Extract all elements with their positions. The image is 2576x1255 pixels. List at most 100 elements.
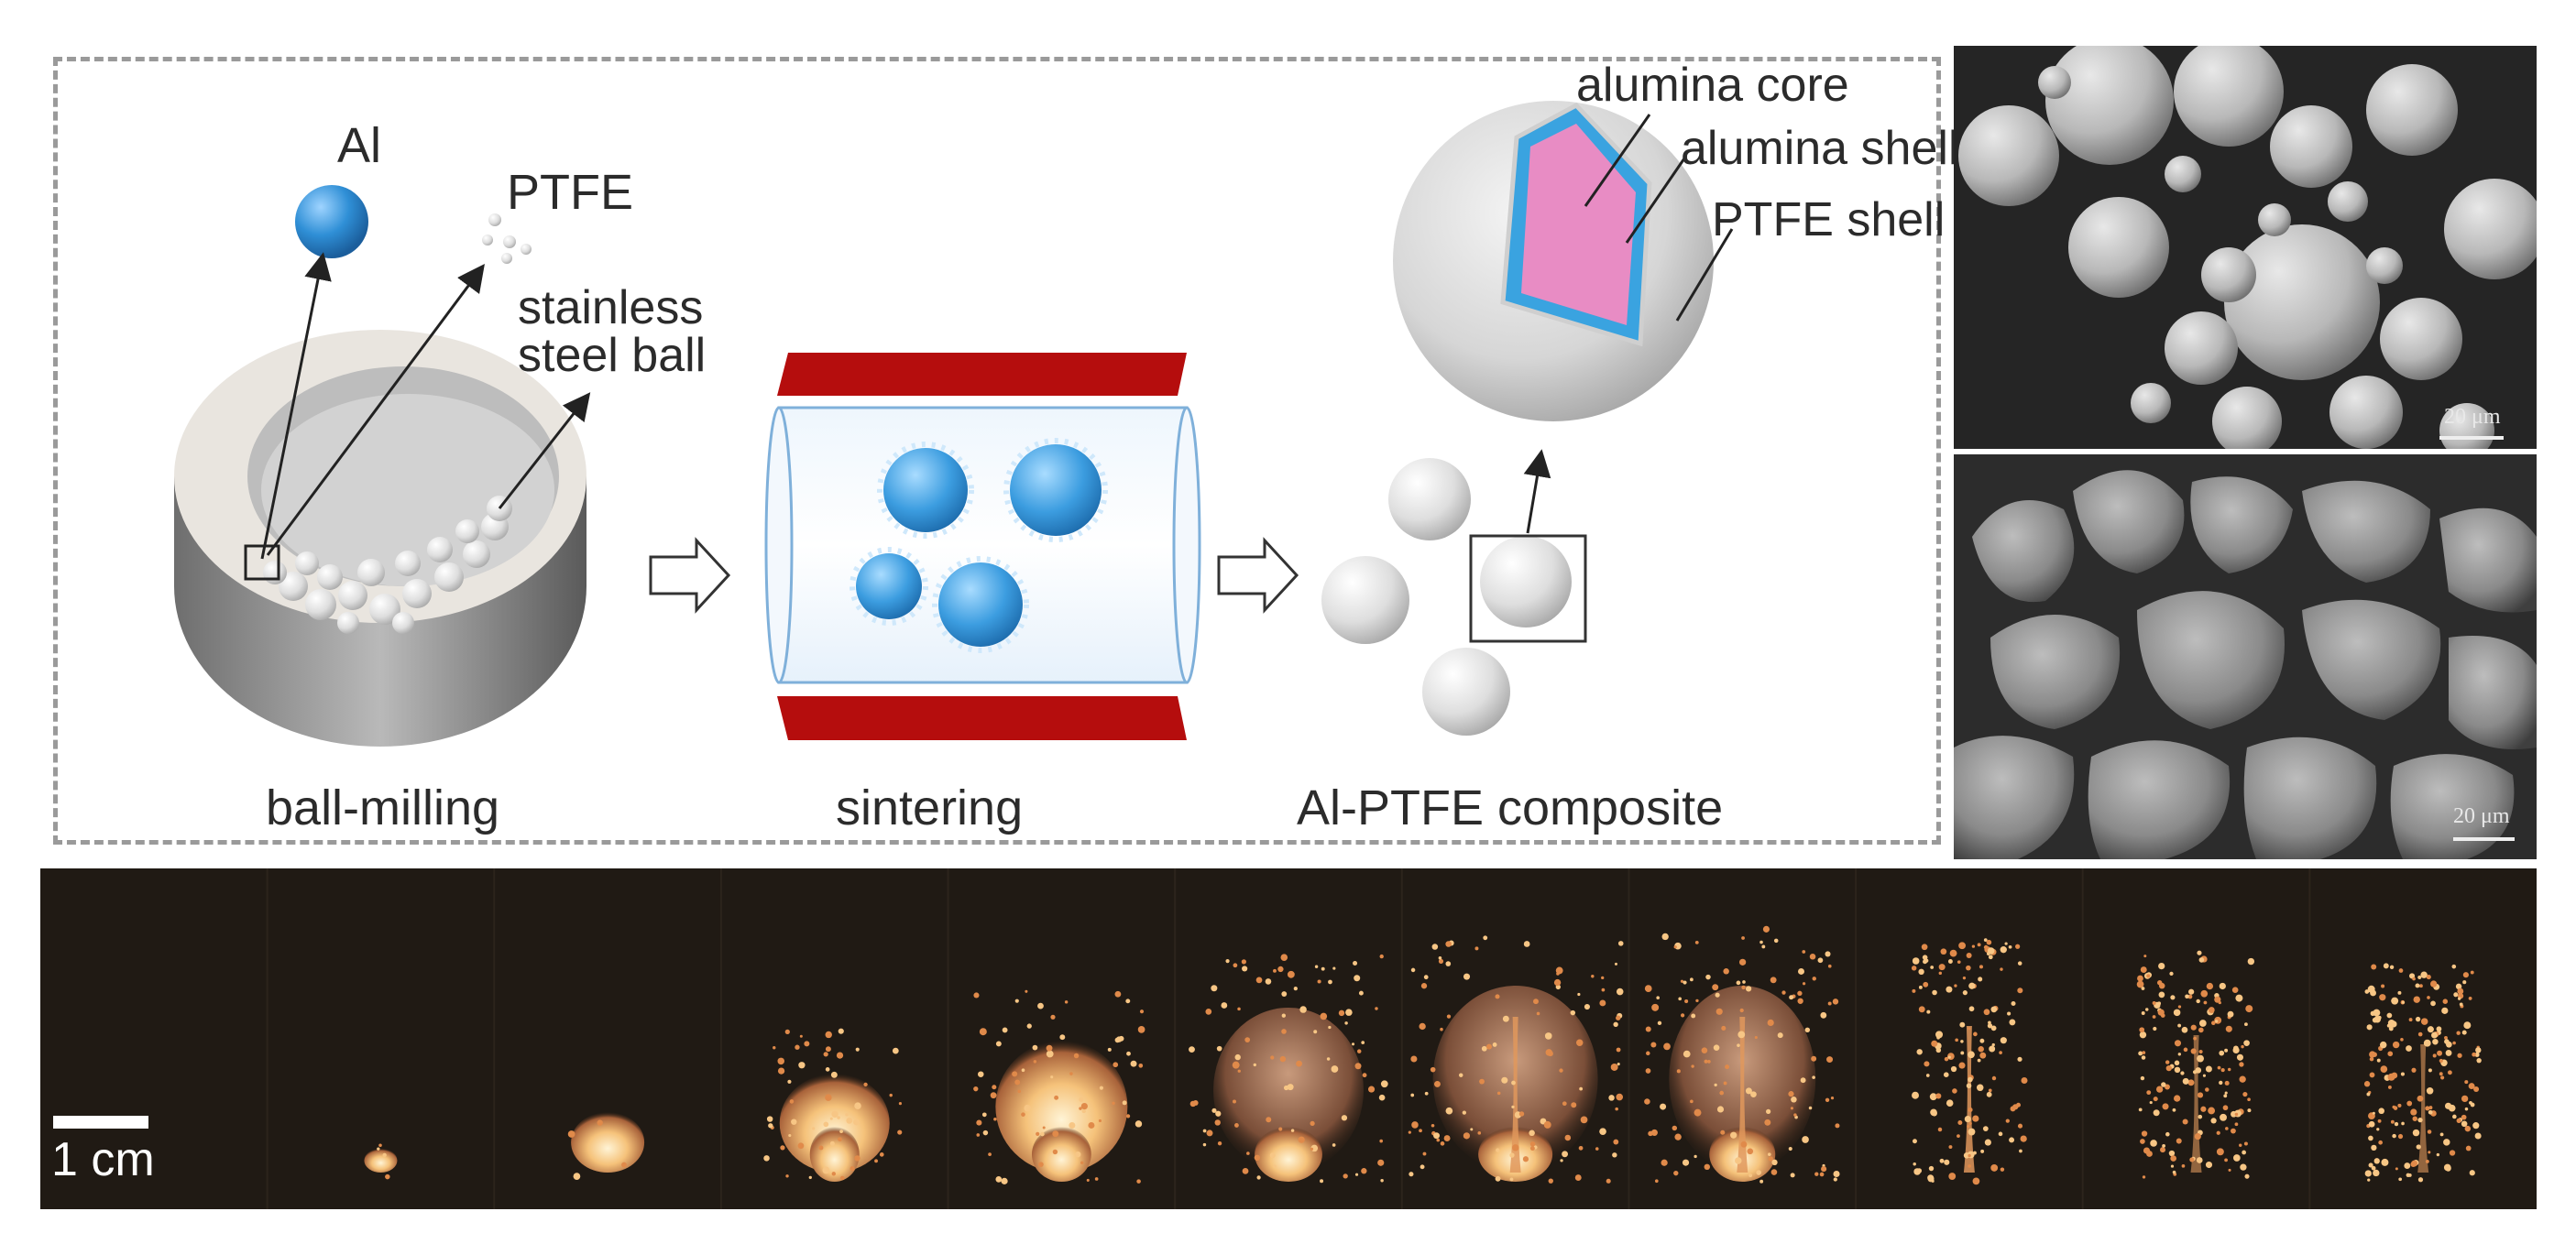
spark: [889, 1093, 893, 1097]
spark: [2415, 1016, 2421, 1022]
spark: [2406, 1100, 2413, 1107]
spark: [377, 1147, 380, 1151]
spark: [2019, 1149, 2022, 1153]
spark: [2452, 1114, 2457, 1119]
spark: [2206, 982, 2214, 990]
spark: [1232, 1099, 1236, 1104]
spark: [1310, 1147, 1314, 1151]
spark: [2428, 1151, 2431, 1154]
spark: [1825, 951, 1831, 957]
spark: [1998, 1131, 2003, 1137]
spark: [2193, 1036, 2197, 1041]
spark: [1979, 1052, 1987, 1059]
spark: [1716, 1106, 1725, 1113]
spark: [2190, 1048, 2197, 1054]
spark: [2412, 977, 2416, 981]
spark: [2000, 945, 2007, 954]
spark: [2368, 1120, 2375, 1128]
spark: [1380, 1080, 1388, 1088]
spark: [1986, 939, 1992, 945]
spark: [2370, 1010, 2375, 1016]
spark: [1357, 1049, 1362, 1053]
spark: [2232, 1046, 2240, 1054]
spark: [1949, 949, 1957, 957]
spark: [2146, 974, 2151, 978]
spark: [1971, 944, 1976, 948]
spark: [797, 1142, 805, 1150]
spark: [2426, 975, 2431, 980]
spark: [1940, 948, 1947, 955]
spark: [1021, 1068, 1025, 1073]
spark: [1445, 961, 1452, 966]
spark: [1613, 1139, 1619, 1145]
spark: [1326, 1057, 1331, 1061]
spark: [2373, 1169, 2380, 1177]
spark: [2401, 1121, 2405, 1126]
spark: [2203, 1000, 2208, 1005]
spark: [1821, 1166, 1827, 1173]
spark: [2461, 1030, 2467, 1035]
flame-base: [809, 1127, 860, 1182]
spark: [1707, 1060, 1711, 1064]
spark: [1804, 1027, 1811, 1033]
spark: [1094, 1177, 1099, 1181]
spark: [1745, 986, 1752, 992]
spark: [2394, 1121, 2399, 1127]
spark: [1445, 1107, 1453, 1115]
spark: [2214, 1020, 2219, 1023]
spark: [2004, 942, 2008, 945]
spark: [2161, 1082, 2166, 1087]
spark: [763, 1155, 770, 1162]
spark: [2197, 950, 2202, 955]
spark: [2142, 1051, 2146, 1055]
spark: [1747, 1148, 1754, 1155]
spark: [818, 1145, 824, 1151]
spark: [1279, 1055, 1287, 1063]
spark: [1481, 1045, 1487, 1052]
spark: [1765, 1108, 1771, 1115]
milling-jar: [174, 330, 586, 747]
spark: [992, 1085, 997, 1090]
ptfe-particles: [482, 213, 532, 264]
spark: [1690, 1099, 1694, 1104]
spark: [1736, 980, 1741, 986]
spark: [1793, 1113, 1797, 1117]
spark: [1764, 1119, 1771, 1126]
spark: [1253, 1063, 1256, 1067]
spark: [1798, 967, 1804, 975]
spark: [1086, 1178, 1090, 1182]
spark: [2208, 1107, 2216, 1115]
spark: [2136, 980, 2144, 988]
spark: [1495, 994, 1500, 999]
spark: [1351, 1042, 1355, 1046]
spark: [1738, 958, 1747, 966]
ptfe-coated-al-particle: [1003, 438, 1108, 542]
spark: [1802, 950, 1806, 954]
spark: [2476, 1057, 2482, 1064]
spark: [1923, 981, 1929, 988]
spark: [1926, 1009, 1931, 1014]
spark: [2400, 1072, 2405, 1076]
spark: [1694, 1154, 1697, 1159]
spark: [787, 1079, 792, 1084]
spark: [1797, 998, 1803, 1004]
spark: [1361, 1041, 1365, 1044]
spark: [1553, 978, 1562, 987]
spark: [2219, 1080, 2223, 1086]
spark: [1281, 1029, 1287, 1034]
spark: [1317, 979, 1321, 984]
spark: [2173, 1009, 2181, 1017]
spark: [2442, 999, 2449, 1004]
spark: [2473, 1086, 2480, 1093]
spark: [2412, 1116, 2417, 1121]
spark: [2387, 1085, 2392, 1089]
spark: [2174, 1060, 2180, 1066]
spark: [1079, 1097, 1084, 1102]
spark: [2475, 1047, 2482, 1053]
spark: [1958, 1062, 1966, 1069]
spark: [1770, 1169, 1778, 1175]
spark: [1912, 988, 1916, 993]
spark: [1967, 1125, 1970, 1129]
spark: [2247, 1097, 2251, 1102]
spark: [1826, 1056, 1834, 1064]
